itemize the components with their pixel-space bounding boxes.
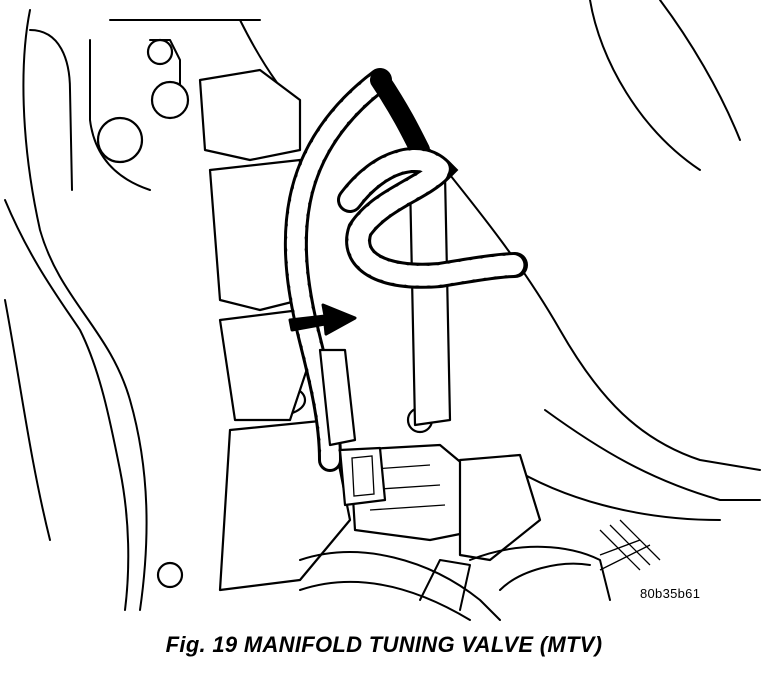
wiring-harness [283, 68, 528, 507]
figure-caption: Fig. 19 MANIFOLD TUNING VALVE (MTV) [165, 632, 603, 657]
right-pointing-arrow-icon [288, 303, 357, 336]
lower-ducts [299, 545, 611, 621]
valve-housing [198, 68, 661, 592]
figure-reference-code: 80b35b61 [640, 586, 701, 601]
